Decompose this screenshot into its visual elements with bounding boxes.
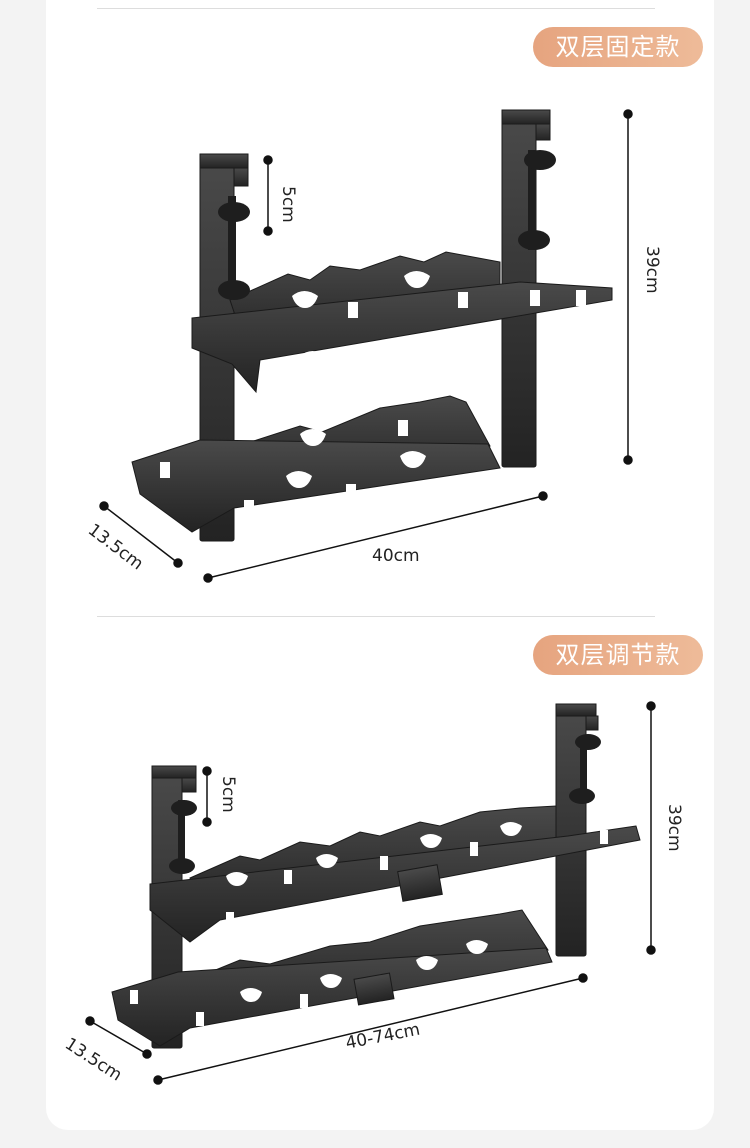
dimension-lines xyxy=(99,109,633,583)
adjustable-model-badge: 双层调节款 xyxy=(533,635,703,675)
adjustable-clamp-dimension: 5cm xyxy=(218,776,238,813)
clamp-knobs xyxy=(169,734,601,874)
fixed-rack-image xyxy=(99,109,633,583)
top-divider xyxy=(97,8,655,9)
tray-cutouts xyxy=(160,271,586,516)
dimension-lines xyxy=(85,701,656,1085)
middle-divider xyxy=(97,616,655,617)
fixed-model-badge: 双层固定款 xyxy=(533,27,703,67)
clamp-knobs xyxy=(218,150,556,300)
adjustable-height-dimension: 39cm xyxy=(664,804,684,852)
fixed-width-dimension: 40cm xyxy=(372,546,420,566)
tray-cutouts xyxy=(130,822,608,1026)
rack-body xyxy=(111,703,641,1049)
